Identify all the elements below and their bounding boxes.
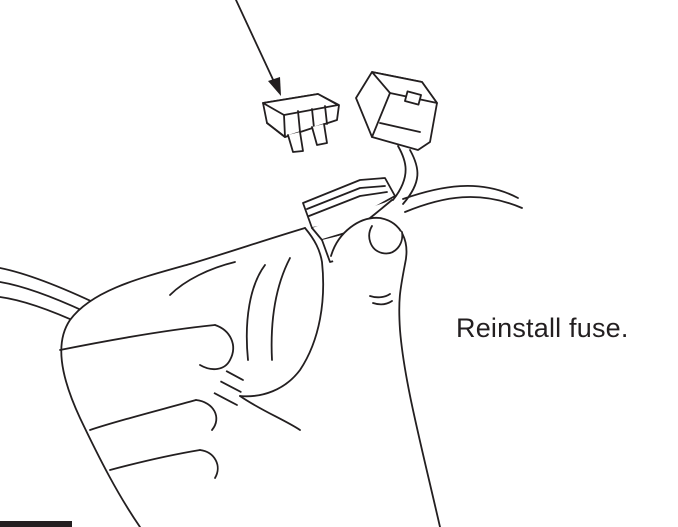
instruction-caption: Reinstall fuse. [456, 313, 629, 344]
blade-fuse-icon [263, 94, 339, 152]
hand-icon [60, 218, 440, 527]
fuse-holder-cap-icon [356, 72, 437, 150]
arrow-icon [236, 0, 281, 96]
page-marker-bar [0, 521, 72, 527]
